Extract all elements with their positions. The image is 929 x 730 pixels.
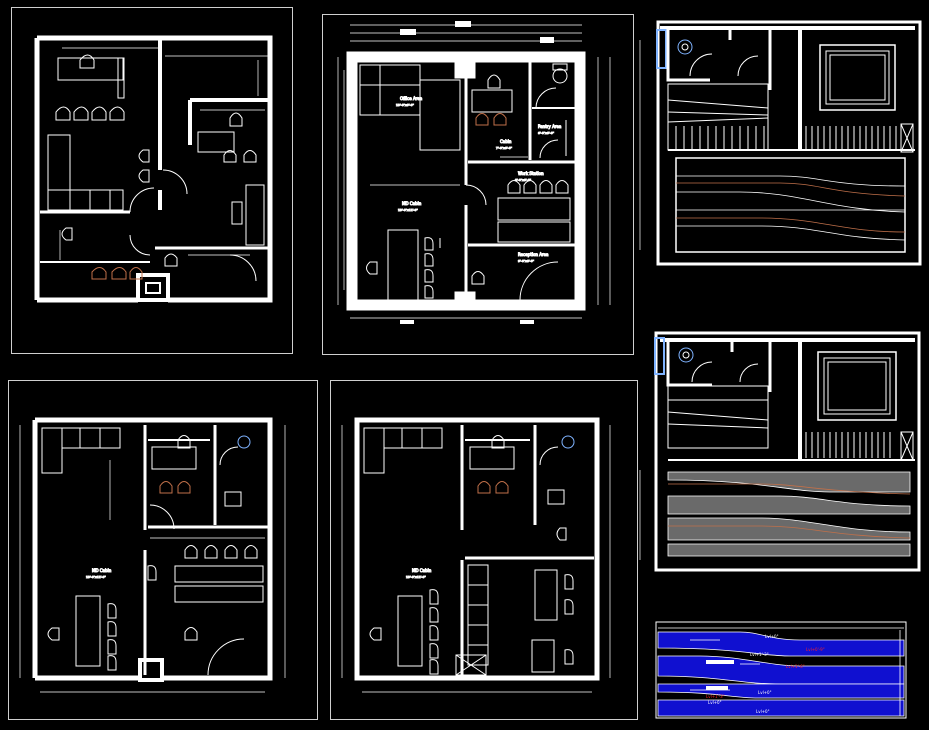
frame-plan-2 <box>322 14 634 355</box>
label-md-cabin-dim-p5: 13'-0"x11'-0" <box>406 575 426 579</box>
level-tag-3: Lvl+0" <box>758 690 772 695</box>
plan-5: MD Cabin 13'-0"x11'-0" <box>341 417 611 693</box>
plan-1 <box>34 35 273 303</box>
level-tag-2: Lvl+1'-3" <box>750 652 769 657</box>
label-work-station: Work Station <box>518 171 544 176</box>
frame-plan-5 <box>330 380 638 720</box>
label-pantry: Pantry Area <box>538 124 562 129</box>
plan-2: Office Area 13'-0"x9'-0" Cabin 7'-0"x6'-… <box>337 21 611 324</box>
red-level-tag-2: Lvl+1'-6" <box>786 664 805 669</box>
section-a <box>639 20 922 266</box>
label-md-cabin-dim: 13'-0"x11'-0" <box>398 208 418 212</box>
label-office-area-dim: 13'-0"x9'-0" <box>396 103 415 107</box>
label-cabin: Cabin <box>500 139 512 144</box>
label-md-cabin: MD Cabin <box>402 201 422 206</box>
red-level-tag-1: Lvl+0'-9" <box>806 647 825 652</box>
label-reception-dim: 9'-0"x8'-0" <box>518 259 535 263</box>
stair-block-a <box>667 83 769 151</box>
label-reception: Reception Area <box>518 252 549 257</box>
plan-4: MD Cabin 13'-0"x11'-0" <box>19 417 286 693</box>
level-tag-5: Lvl+0" <box>756 709 770 714</box>
chairs-row-1 <box>55 54 125 121</box>
label-cabin-dim: 7'-0"x6'-0" <box>496 146 513 150</box>
label-office-area: Office Area <box>400 96 423 101</box>
section-b <box>639 331 921 572</box>
label-md-cabin-p4: MD Cabin <box>92 568 112 573</box>
label-md-cabin-dim-p4: 13'-0"x11'-0" <box>86 575 106 579</box>
label-work-station-dim: 9'-0"x6'-0" <box>515 178 532 182</box>
level-tag-1: Lvl+0" <box>765 634 779 639</box>
label-md-cabin-p5: MD Cabin <box>412 568 432 573</box>
sheet-frames <box>8 7 638 720</box>
label-pantry-dim: 6'-0"x6'-0" <box>538 131 555 135</box>
frame-plan-4 <box>8 380 318 720</box>
level-tag-4: Lvl+0" <box>708 700 722 705</box>
frame-plan-1 <box>11 7 293 354</box>
section-c: Lvl+0" Lvl+1'-3" Lvl+0" Lvl+0" Lvl+0" Lv… <box>655 621 907 719</box>
red-level-tag-3: Lvl+1'-3" <box>706 694 725 699</box>
